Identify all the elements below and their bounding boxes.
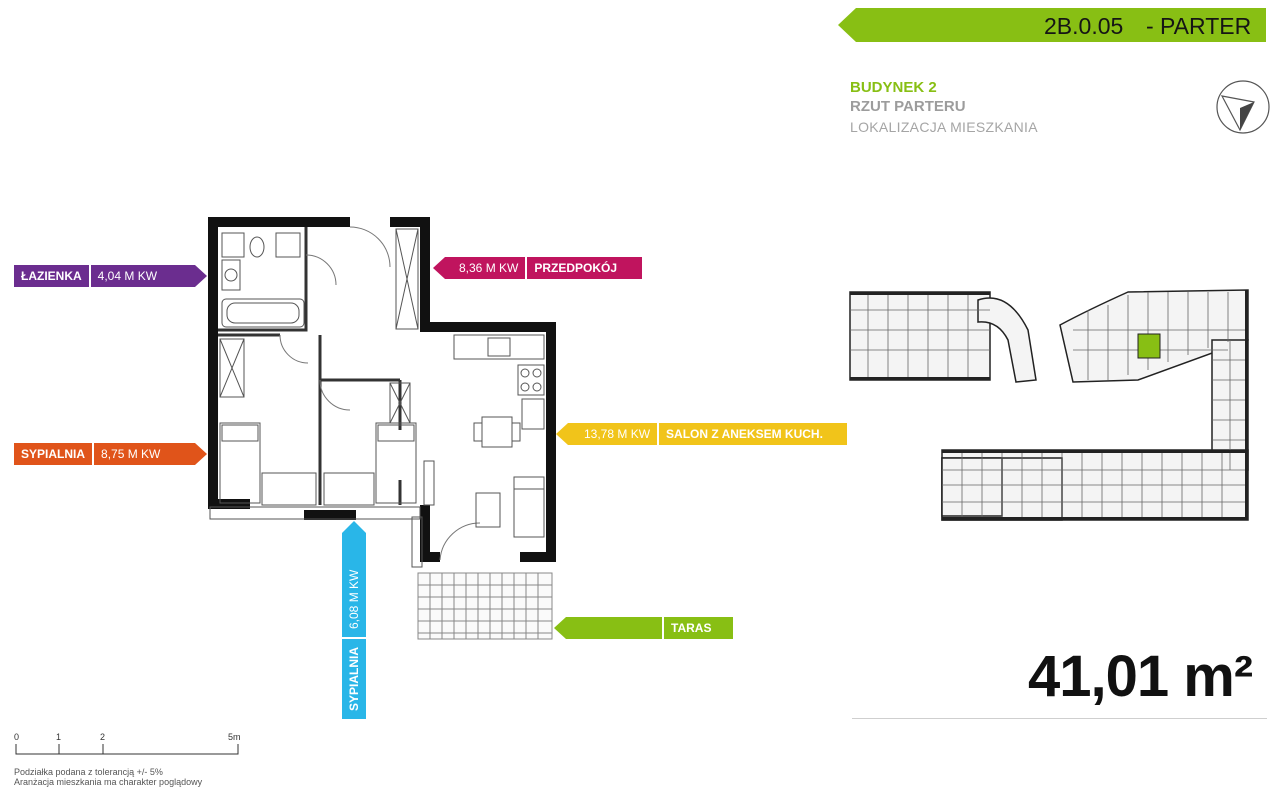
scale-tick-2: 2 [100,732,105,742]
unit-banner: 2B.0.05 - PARTER [838,8,1266,42]
floor-plan [208,217,556,640]
tag-bedroom-1-area: 8,75 M KW [94,443,207,465]
unit-code: 2B.0.05 [1044,13,1124,39]
tag-bedroom-1-name: SYPIALNIA [14,443,92,465]
scale-tick-0: 0 [14,732,19,742]
tag-bedroom-1: SYPIALNIA 8,75 M KW [14,443,207,465]
tag-hall-area: 8,36 M KW [433,257,526,279]
highlighted-unit [1137,333,1161,359]
tag-hall-name: PRZEDPOKÓJ [527,257,642,279]
total-area: 41,01 m² [1028,644,1253,709]
scale-tick-1: 1 [56,732,61,742]
building-site-plan [849,289,1249,521]
building-title: BUDYNEK 2 [850,79,937,96]
compass-icon [1216,80,1270,134]
tag-salon-name: SALON Z ANEKSEM KUCH. [659,423,847,445]
building-subtitle: RZUT PARTERU [850,98,966,115]
tolerance-note: Podziałka podana z tolerancją +/- 5% [14,767,163,777]
scale-tick-5: 5m [228,732,241,742]
floor-label: - PARTER [1146,13,1252,39]
tag-bedroom-2: 6,08 M KW SYPIALNIA [342,521,366,719]
tag-salon-area: 13,78 M KW [556,423,658,445]
tag-hall: 8,36 M KW PRZEDPOKÓJ [433,257,642,279]
building-caption: LOKALIZACJA MIESZKANIA [850,119,1038,135]
scale-bar: 0 1 2 5m [14,732,241,755]
tag-salon: 13,78 M KW SALON Z ANEKSEM KUCH. [556,423,847,445]
tag-bathroom: ŁAZIENKA 4,04 M KW [14,265,207,287]
divider [852,718,1267,719]
arrangement-note: Aranżacja mieszkania ma charakter pogląd… [14,777,203,787]
tag-bedroom-2-name: SYPIALNIA [347,646,361,711]
tag-bathroom-name: ŁAZIENKA [14,265,89,287]
tag-bathroom-area: 4,04 M KW [91,265,207,287]
tag-terrace: TARAS [554,617,733,639]
tag-terrace-name: TARAS [664,617,733,639]
